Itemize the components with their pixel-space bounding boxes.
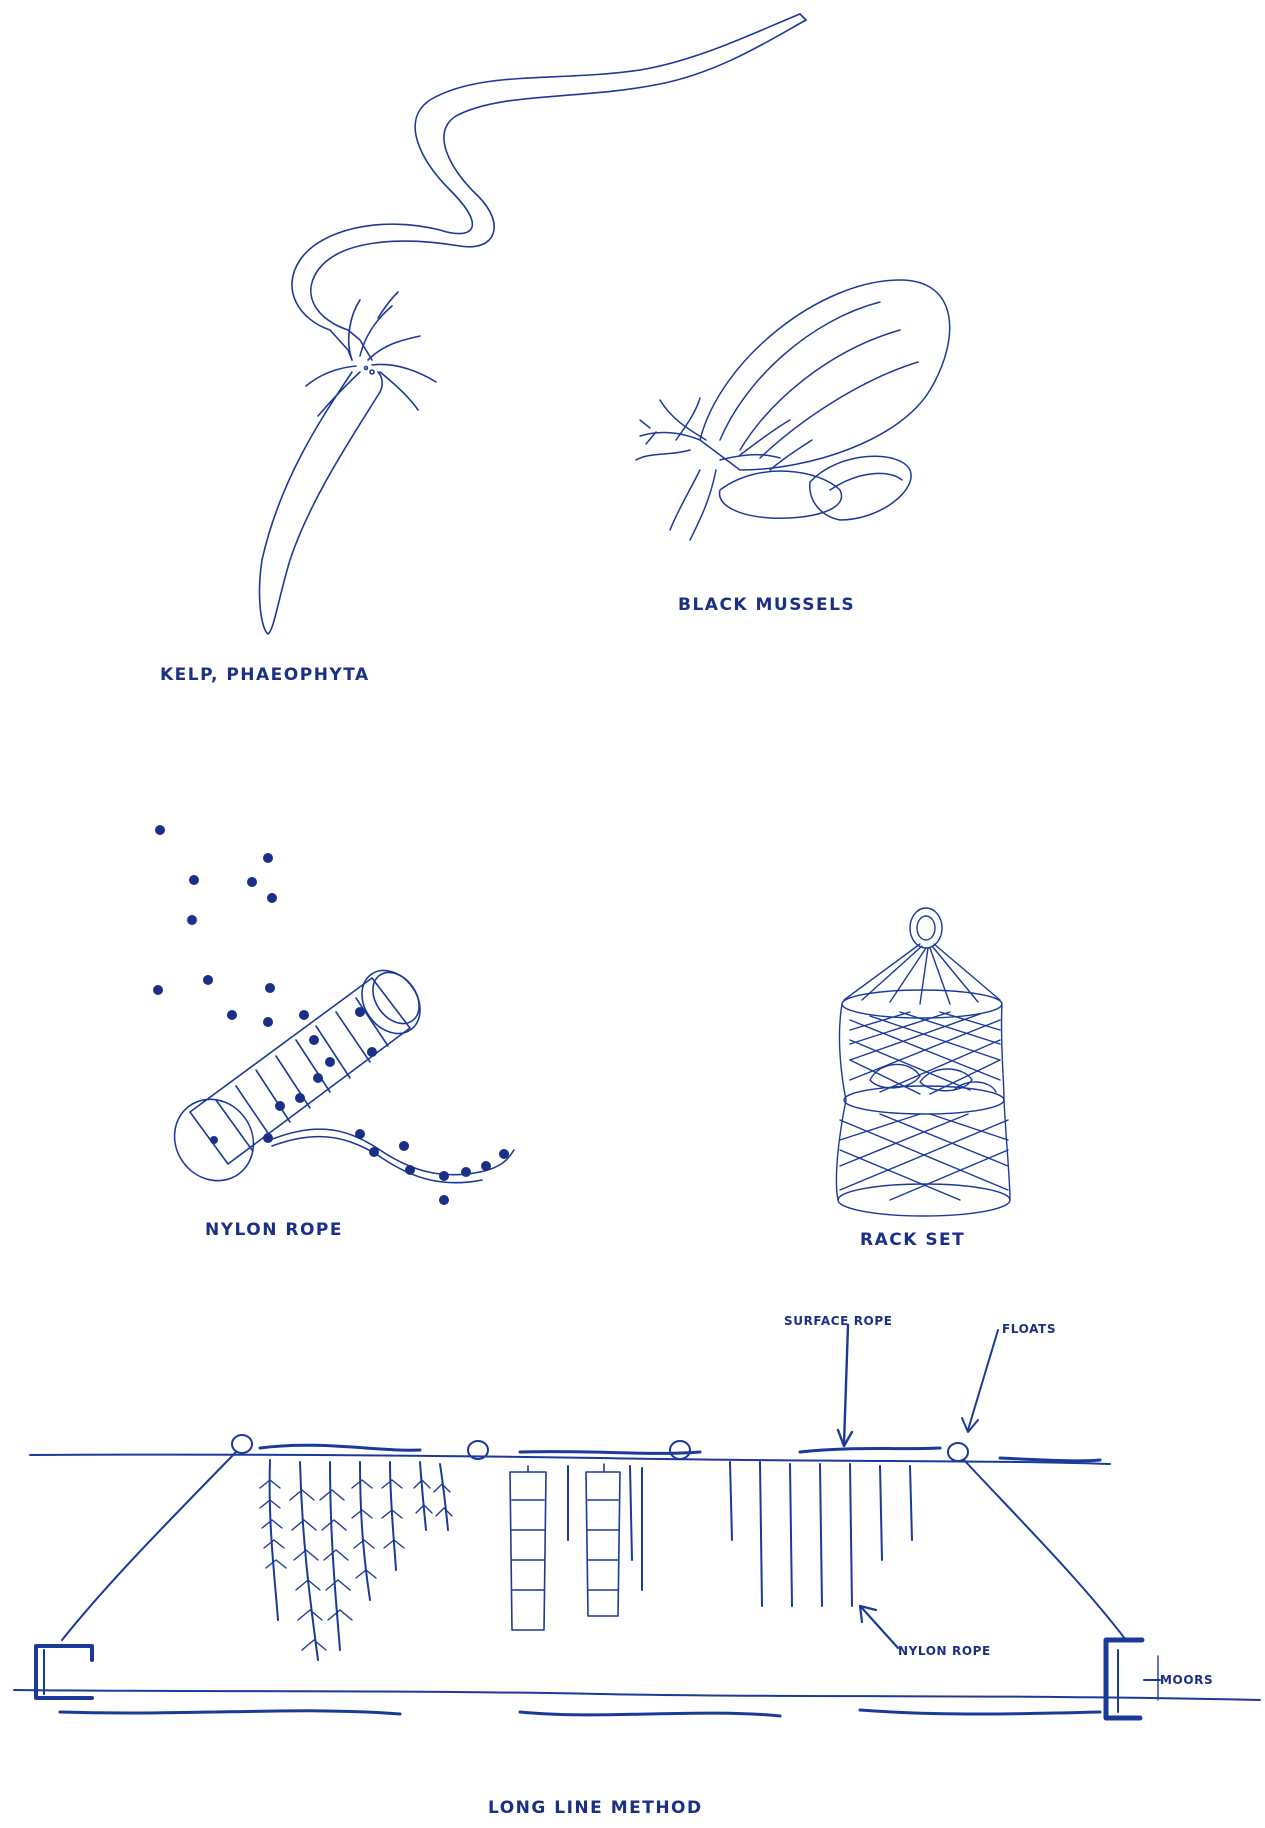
black-mussels-label: BLACK MUSSELS [678,595,855,615]
rack-set-sketch [836,908,1010,1216]
rack-set-label: RACK SET [860,1230,965,1250]
mussels-sketch [636,280,950,540]
nylon-rope-sketch [159,959,514,1196]
nylon-rope-label: NYLON ROPE [205,1220,343,1240]
long-line-sketch [14,1325,1260,1718]
long-line-method-title: LONG LINE METHOD [488,1798,703,1818]
kelp-label: KELP, PHAEOPHYTA [160,665,370,685]
kelp-sketch [260,14,806,634]
nylon-rope-dots [153,825,509,1205]
nylon-rope-callout: NYLON ROPE [898,1644,991,1658]
moors-callout: MOORS [1160,1673,1213,1687]
floats-callout: FLOATS [1002,1322,1056,1336]
surface-rope-callout: SURFACE ROPE [784,1314,893,1328]
